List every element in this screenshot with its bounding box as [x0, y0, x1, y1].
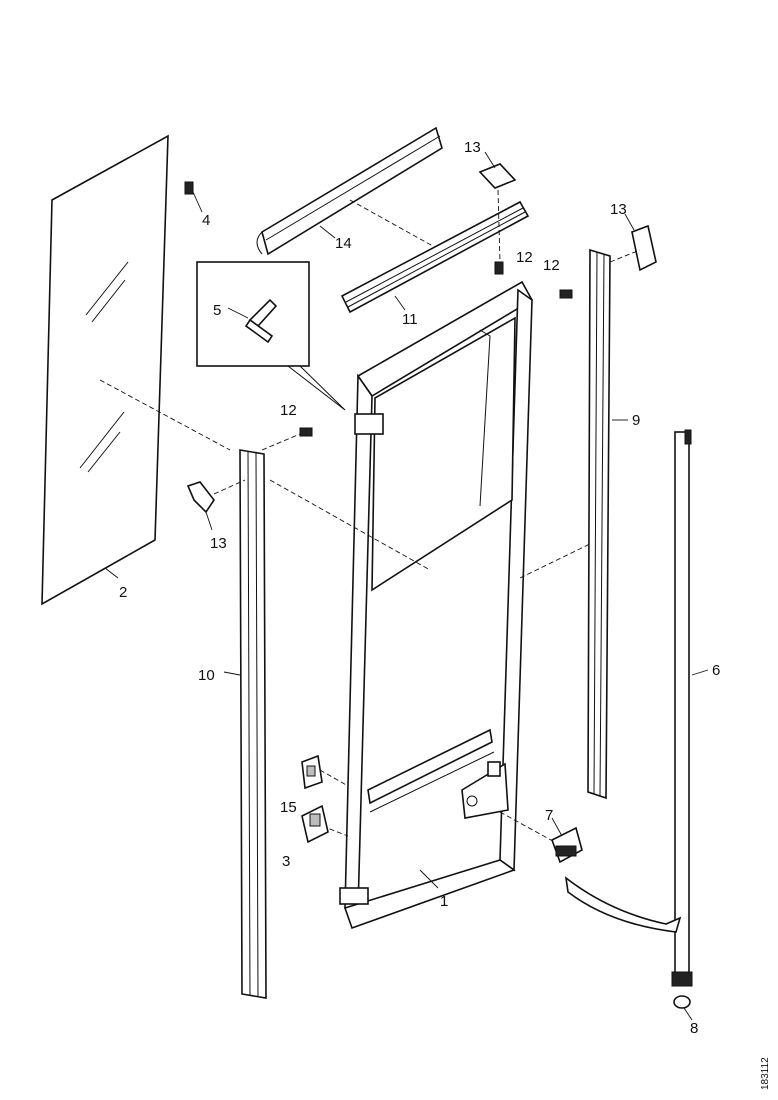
- hinge-bracket-part: [301, 804, 329, 844]
- glass-panel-part: [41, 134, 231, 606]
- left-profile-part: [223, 449, 267, 999]
- label-part-5: 5: [213, 302, 221, 319]
- hinge-block-part: [301, 754, 323, 790]
- right-screw-part: [559, 289, 573, 299]
- label-part-3: 3: [282, 853, 290, 870]
- label-part-8: 8: [690, 1020, 698, 1037]
- label-part-15: 15: [280, 799, 297, 816]
- right-bracket-part: [609, 213, 657, 272]
- label-part-10: 10: [198, 667, 215, 684]
- document-id: 183112: [760, 1057, 771, 1090]
- detail-inset: [196, 261, 346, 411]
- label-part-6: 6: [712, 662, 720, 679]
- top-track-part: [340, 200, 530, 314]
- label-part-13-top: 13: [464, 139, 481, 156]
- top-rail-cover-part: [256, 126, 443, 256]
- door-frame-part: [269, 280, 599, 930]
- rod-end-cap-part: [671, 971, 693, 1021]
- left-screw-part: [261, 427, 313, 451]
- top-bracket-part: [478, 151, 517, 263]
- label-part-1: 1: [440, 893, 448, 910]
- label-part-12-top: 12: [516, 249, 533, 266]
- label-part-4: 4: [202, 212, 210, 229]
- label-part-7: 7: [545, 807, 553, 824]
- label-part-2: 2: [119, 584, 127, 601]
- left-bracket-part: [186, 479, 246, 531]
- label-part-13-left: 13: [210, 535, 227, 552]
- label-part-9: 9: [632, 412, 640, 429]
- label-part-11: 11: [402, 311, 418, 328]
- top-screw-part: [494, 261, 504, 275]
- right-profile-part: [587, 248, 628, 800]
- label-part-12-left: 12: [280, 402, 297, 419]
- vertical-rod-part: [674, 429, 709, 979]
- label-part-12-right: 12: [543, 257, 560, 274]
- glass-clip-part: [184, 181, 203, 213]
- label-part-14: 14: [335, 235, 352, 252]
- label-part-13-right: 13: [610, 201, 627, 218]
- hinge-lever-part: [551, 817, 682, 933]
